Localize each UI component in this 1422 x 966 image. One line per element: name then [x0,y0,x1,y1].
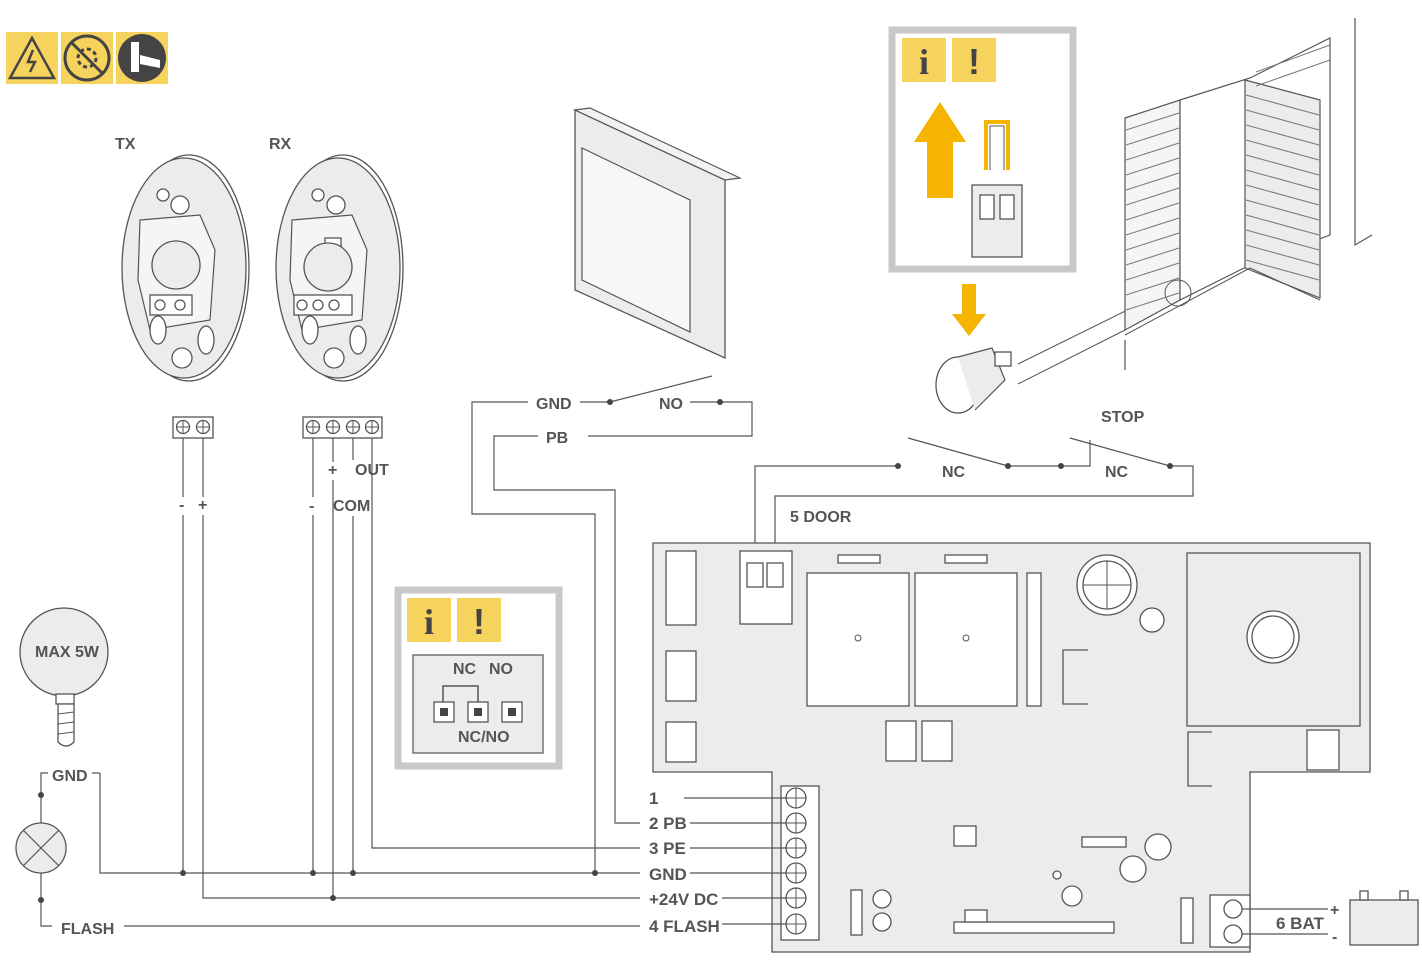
hand-tool-icon [116,32,168,84]
electric-shock-warning-icon [6,32,58,84]
arrow-up-icon [914,102,966,198]
pb-label: PB [546,430,568,447]
flash-lamp-symbol [15,822,67,874]
garage-door-slats [1125,44,1331,311]
lamp-bulb [19,607,109,747]
info-icon: i [407,598,451,642]
terminal-2-pb-label: 2 PB [649,814,687,833]
ncno-jumper-hint: i ! [394,586,563,770]
nc-left-label: NC [942,464,966,481]
pb-gnd-label: GND [536,396,572,413]
pb-no-label: NO [659,396,683,413]
terminal-gnd-label: GND [649,865,687,884]
garage-door [1124,18,1373,370]
terminal-3-pe-label: 3 PE [649,839,686,858]
warning-icon: ! [457,598,501,642]
tx-label: TX [115,136,136,153]
tx-terminal-block [172,416,214,439]
svg-text:!: ! [473,601,485,642]
terminal-24v-label: +24V DC [649,890,718,909]
terminal-lead-wires [684,797,786,925]
rx-terminal-block [302,416,383,439]
tx-photocell [121,154,250,382]
battery-label: 6 BAT [1276,914,1324,933]
rx-com-label: COM [333,498,370,515]
rx-plus-label: + [328,462,337,479]
arrow-down-icon [952,284,986,336]
jumper-no-label: NO [489,661,513,678]
info-icon: i [902,38,946,82]
no-moving-parts-icon [61,32,113,84]
tx-minus-label: - [179,497,184,514]
warning-icon: ! [952,38,996,82]
door-jumper-hint: i ! [888,26,1077,273]
push-button-device [572,107,743,360]
stop-label: STOP [1101,409,1145,426]
jumper-nc-label: NC [453,661,477,678]
battery-plus-label: + [1330,902,1339,919]
nc-right-label: NC [1105,464,1129,481]
door-switch-wires [754,437,1194,560]
door-terminal-label: 5 DOOR [790,509,852,526]
battery-minus-label: - [1332,929,1337,946]
jumper-ncno-label: NC/NO [458,729,510,746]
svg-text:i: i [919,42,929,82]
battery [1242,890,1419,946]
lamp-max-label: MAX 5W [35,644,100,661]
lamp-flash-label: FLASH [61,921,114,938]
rx-photocell [275,154,404,382]
safety-icons [6,32,168,84]
lamp-gnd-label: GND [52,768,88,785]
terminal-4-flash-label: 4 FLASH [649,917,720,936]
tx-plus-label: + [198,497,207,514]
control-board [652,542,1371,953]
rx-label: RX [269,136,292,153]
rx-minus-label: - [309,498,314,515]
flash-wires [38,772,640,927]
terminal-1-label: 1 [649,789,658,808]
main-terminal-strip [780,785,820,941]
pushbutton-wires [471,375,753,875]
svg-text:i: i [424,602,434,642]
photocell-wires [99,438,640,901]
svg-text:!: ! [968,41,980,82]
